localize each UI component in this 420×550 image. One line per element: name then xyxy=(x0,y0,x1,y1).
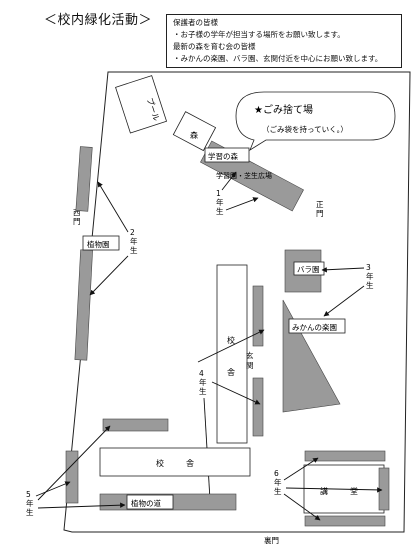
grade-4-arrow-a xyxy=(197,329,265,363)
school-building-v-char-1: 校 xyxy=(227,335,235,345)
grade-1-line-1: 1 xyxy=(216,189,221,198)
hall-strip-top xyxy=(304,450,386,462)
west-gate-char-1: 西 xyxy=(73,208,81,217)
corridor-strip xyxy=(102,418,169,432)
grade-3-line-1: 3 xyxy=(366,263,371,272)
grade-4-arrow-b xyxy=(211,381,261,405)
mikan-paradise-label: みかんの楽園 xyxy=(292,322,337,332)
left-strip-lower xyxy=(74,249,93,361)
mikan-paradise-box xyxy=(288,318,346,334)
main-gate-label: 正 門 xyxy=(316,200,326,218)
grade-6-label: 6 年 生 xyxy=(274,469,284,496)
grade-5-line-3: 生 xyxy=(26,507,34,517)
grade-4-line-2: 年 xyxy=(199,377,207,387)
grade-3-label: 3 年 生 xyxy=(366,263,376,290)
main-gate-char-1: 正 xyxy=(316,200,324,209)
entrance-strip-upper xyxy=(252,285,264,347)
notice-line-3: 最新の森を育む会の皆様 xyxy=(173,42,256,51)
grade-5-arrow-b xyxy=(37,425,111,501)
grade-3-line-3: 生 xyxy=(366,280,374,290)
notice-line-1: 保護者の皆様 xyxy=(173,18,218,27)
grade-5-line-2: 年 xyxy=(26,498,34,508)
garbage-callout-title: ★ごみ捨て場 xyxy=(254,103,313,116)
grade-6-arrow-a xyxy=(283,457,319,481)
notice-line-4: ・みかんの楽園、バラ園、玄関付近を中心にお願い致します。 xyxy=(173,54,383,63)
forest xyxy=(172,111,217,152)
grade-1-label: 1 年 生 xyxy=(216,189,226,216)
hall-strip-bottom xyxy=(304,515,386,527)
school-building-vertical xyxy=(216,264,248,444)
learning-forest-label: 学習の森 xyxy=(208,151,238,161)
learning-garden-label: 学習園・芝生広場 xyxy=(216,171,272,180)
grade-5-arrow-a xyxy=(35,481,71,497)
hall-strip-right xyxy=(378,467,390,511)
west-gate-char-2: 門 xyxy=(73,217,81,226)
grade-6-line-3: 生 xyxy=(274,486,282,496)
grade-2-arrow-a xyxy=(97,181,129,233)
pool xyxy=(115,75,168,134)
west-gate-label: 西 門 xyxy=(73,208,83,226)
plant-road-box xyxy=(126,494,174,510)
grade-3-line-2: 年 xyxy=(366,271,374,281)
grade-1-arrow-b xyxy=(225,197,259,211)
school-building-horizontal xyxy=(99,447,251,477)
hall-char-2: 堂 xyxy=(350,486,358,496)
plant-garden-box xyxy=(82,235,120,251)
rose-garden-label: バラ園 xyxy=(297,265,320,274)
grade-2-line-1: 2 xyxy=(130,228,135,237)
school-building-h-char-1: 校 xyxy=(156,458,164,468)
school-building-h-char-2: 舎 xyxy=(186,459,194,468)
learning-forest-box xyxy=(204,147,250,163)
grade-2-line-3: 生 xyxy=(130,245,138,255)
grade-5-arrow-c xyxy=(37,502,126,509)
main-gate-char-2: 門 xyxy=(316,209,324,218)
grade-6-arrow-c xyxy=(283,493,321,521)
main-gate-text: 正門 xyxy=(0,0,2,1)
plant-garden-label: 植物園 xyxy=(87,239,110,249)
grade-3-arrow-a xyxy=(321,267,365,273)
left-strip-upper xyxy=(75,146,93,212)
grade-1-arrow-a xyxy=(221,171,237,191)
entrance-strip-lower xyxy=(252,377,264,437)
grade-2-line-2: 年 xyxy=(130,236,138,246)
hall-char-1: 講 xyxy=(320,486,328,496)
garbage-callout: ★ごみ捨て場 （ごみ袋を持っていく。） xyxy=(235,91,396,151)
grade-6-line-1: 6 xyxy=(274,469,279,478)
mikan-paradise-area xyxy=(282,299,341,413)
plant-road-label: 植物の道 xyxy=(131,498,161,508)
school-building-v-char-2: 舎 xyxy=(227,368,235,377)
grade-4-label: 4 年 生 xyxy=(199,369,209,396)
back-gate-label: 裏門 xyxy=(264,535,279,545)
grade-6-arrow-b xyxy=(285,487,383,493)
grade-5-label: 5 年 生 xyxy=(26,490,36,517)
grade-4-line-3: 生 xyxy=(199,386,207,396)
grade-2-label: 2 年 生 xyxy=(130,228,140,255)
grade-6-line-2: 年 xyxy=(274,477,282,487)
page-title: ＜校内緑化活動＞ xyxy=(44,13,153,28)
grade-3-arrow-b xyxy=(323,285,365,317)
grade-5-line-1: 5 xyxy=(26,490,31,499)
grade-4-line-1: 4 xyxy=(199,369,204,378)
grade-1-line-3: 生 xyxy=(216,206,224,216)
forest-label: 森 xyxy=(190,130,198,140)
notice-box: 保護者の皆様 ・お子様の学年が担当する場所をお願い致します。 最新の森を育む会の… xyxy=(166,14,402,68)
grade-2-arrow-b xyxy=(89,255,129,296)
entrance-label: 玄 関 xyxy=(246,350,256,370)
grade-1-line-2: 年 xyxy=(216,197,224,207)
garbage-callout-note: （ごみ袋を持っていく。） xyxy=(262,124,348,134)
entrance-char-1: 玄 xyxy=(246,350,254,360)
left-bottom-strip xyxy=(65,450,79,504)
entrance-char-2: 関 xyxy=(246,361,254,370)
notice-line-2: ・お子様の学年が担当する場所をお願い致します。 xyxy=(173,30,345,39)
